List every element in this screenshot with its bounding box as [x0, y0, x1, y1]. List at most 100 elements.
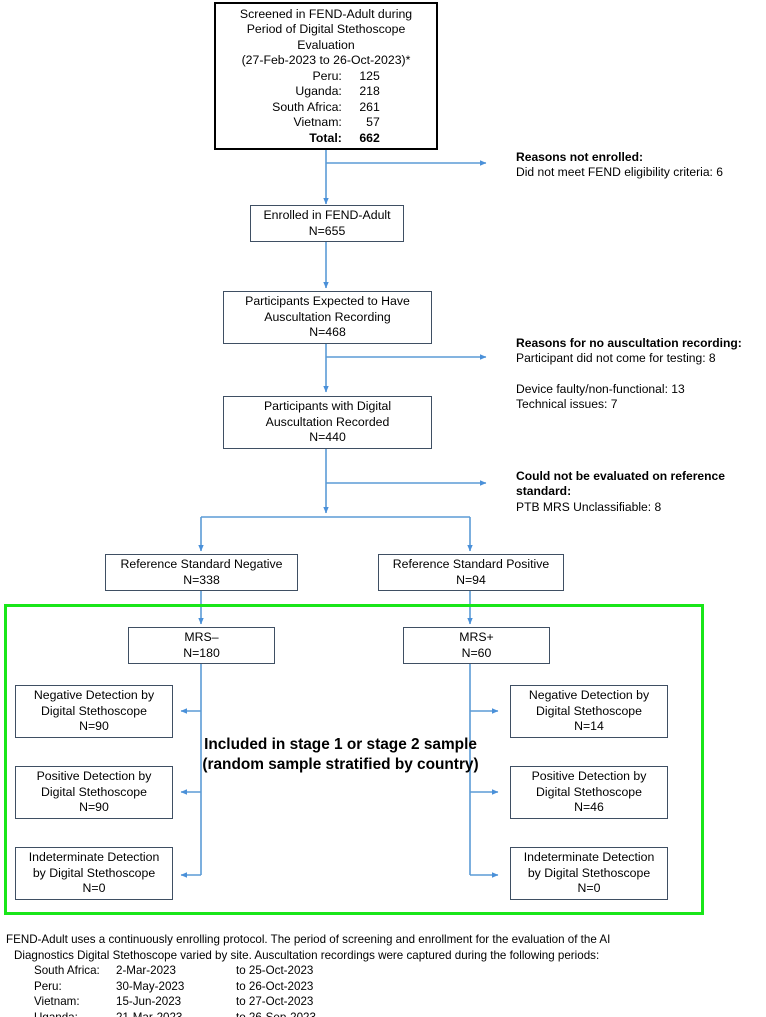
node-auscultation-recorded: Participants with Digital Auscultation R…	[223, 396, 432, 449]
neg-detect-right-count: N=14	[574, 719, 604, 734]
footnote-paragraph-1: FEND-Adult uses a continuously enrolling…	[6, 933, 611, 946]
footnote: FEND-Adult uses a continuously enrolling…	[6, 932, 762, 1017]
node-screened: Screened in FEND-Adult during Period of …	[214, 2, 438, 150]
not-evaluated-line-1: PTB MRS Unclassifiable: 8	[516, 499, 662, 514]
period-site: South Africa:	[34, 964, 100, 977]
node-mrs-pos-count: N=60	[461, 645, 492, 660]
period-end: to 25-Oct-2023	[236, 964, 314, 977]
table-row: South Africa: 2-Mar-2023 to 25-Oct-2023	[34, 963, 316, 979]
country-value: 125	[359, 68, 380, 83]
country-label: South Africa:	[272, 99, 342, 114]
annotation-reasons-not-enrolled: Reasons not enrolled: Did not meet FEND …	[516, 150, 766, 181]
period-start: 15-Jun-2023	[116, 995, 182, 1008]
ind-detect-right-line-2: by Digital Stethoscope	[527, 865, 651, 880]
footnote-paragraph-2: Diagnostics Digital Stethoscope varied b…	[14, 948, 600, 962]
node-expected-line-1: Participants Expected to Have	[245, 294, 410, 309]
country-label: Vietnam:	[293, 115, 342, 130]
country-value: 218	[359, 84, 380, 99]
node-expected-count: N=468	[309, 325, 346, 340]
node-mrs-positive: MRS+ N=60	[403, 627, 550, 664]
node-mrs-pos-label: MRS+	[459, 630, 494, 644]
node-enrolled: Enrolled in FEND-Adult N=655	[250, 205, 404, 242]
node-enrolled-count: N=655	[308, 223, 346, 238]
ind-detect-left-line-1: Indeterminate Detection	[28, 850, 160, 865]
node-screened-line-2: Period of Digital Stethoscope	[246, 22, 406, 37]
node-recorded-count: N=440	[309, 430, 346, 445]
sampling-note: Included in stage 1 or stage 2 sample (r…	[178, 735, 503, 774]
node-screened-line-3: Evaluation	[297, 37, 355, 52]
node-reference-standard-negative: Reference Standard Negative N=338	[105, 554, 298, 591]
footnote-periods-table: South Africa: 2-Mar-2023 to 25-Oct-2023 …	[34, 963, 316, 1017]
table-row: Vietnam: 57	[272, 115, 380, 131]
country-value: 261	[359, 99, 380, 114]
node-mrs-negative: MRS– N=180	[128, 627, 275, 664]
node-indeterminate-detection-right: Indeterminate Detection by Digital Steth…	[510, 847, 668, 900]
neg-detect-left-line-1: Negative Detection by	[33, 688, 155, 703]
pos-detect-left-line-1: Positive Detection by	[36, 769, 152, 784]
period-start: 30-May-2023	[116, 979, 185, 993]
ind-detect-left-line-2: by Digital Stethoscope	[32, 865, 156, 880]
node-ref-pos-count: N=94	[456, 572, 486, 587]
table-row: Vietnam: 15-Jun-2023 to 27-Oct-2023	[34, 994, 316, 1010]
no-recording-heading: Reasons for no auscultation recording:	[516, 336, 742, 350]
node-negative-detection-right: Negative Detection by Digital Stethoscop…	[510, 685, 668, 738]
period-start: 2-Mar-2023	[116, 964, 176, 977]
node-indeterminate-detection-left: Indeterminate Detection by Digital Steth…	[15, 847, 173, 900]
period-site: Vietnam:	[34, 995, 80, 1008]
pos-detect-right-line-1: Positive Detection by	[531, 769, 647, 784]
period-end: to 27-Oct-2023	[236, 995, 314, 1008]
period-end: to 26-Oct-2023	[236, 979, 314, 993]
node-ref-neg-count: N=338	[183, 572, 220, 587]
sampling-highlight-region	[4, 604, 704, 915]
screened-country-table: Peru: 125 Uganda: 218 South Africa: 261 …	[272, 69, 380, 147]
country-label: Uganda:	[295, 84, 342, 99]
period-end: to 26-Sep-2023	[236, 1010, 316, 1017]
not-enrolled-line-1: Did not meet FEND eligibility criteria: …	[516, 165, 724, 180]
neg-detect-left-count: N=90	[79, 719, 109, 734]
table-row: Uganda: 218	[272, 84, 380, 100]
node-expected-line-2: Auscultation Recording	[264, 309, 391, 324]
node-expected-recording: Participants Expected to Have Auscultati…	[223, 291, 432, 344]
table-row: Uganda: 21-Mar-2023 to 26-Sep-2023	[34, 1010, 316, 1017]
node-recorded-line-2: Auscultation Recorded	[265, 414, 390, 429]
pos-detect-right-line-2: Digital Stethoscope	[536, 784, 642, 799]
no-recording-line-2: Device faulty/non-functional: 13	[516, 381, 685, 396]
pos-detect-left-count: N=90	[79, 800, 109, 815]
table-row: Peru: 125	[272, 68, 380, 85]
period-site: Uganda:	[34, 1010, 78, 1017]
node-recorded-line-1: Participants with Digital	[263, 399, 392, 414]
node-enrolled-line-1: Enrolled in FEND-Adult	[263, 208, 391, 222]
table-row: Peru: 30-May-2023 to 26-Oct-2023	[34, 979, 316, 995]
node-screened-line-1: Screened in FEND-Adult during	[239, 6, 413, 21]
not-enrolled-heading: Reasons not enrolled:	[516, 150, 644, 164]
no-recording-line-1: Participant did not come for testing: 8	[516, 351, 716, 366]
not-evaluated-heading-line-2: standard:	[516, 484, 572, 499]
node-ref-neg-line-1: Reference Standard Negative	[120, 557, 283, 571]
ind-detect-right-line-1: Indeterminate Detection	[523, 850, 655, 865]
ind-detect-left-count: N=0	[82, 881, 106, 896]
period-site: Peru:	[34, 979, 62, 993]
table-row-total: Total: 662	[272, 131, 380, 147]
node-reference-standard-positive: Reference Standard Positive N=94	[378, 554, 564, 591]
sampling-note-line-3: by country)	[394, 755, 479, 773]
pos-detect-left-line-2: Digital Stethoscope	[41, 784, 147, 799]
total-label: Total:	[309, 130, 342, 145]
neg-detect-right-line-2: Digital Stethoscope	[536, 703, 642, 718]
node-mrs-neg-label: MRS–	[184, 630, 219, 644]
total-value: 662	[359, 130, 380, 145]
spacer	[516, 367, 766, 382]
ind-detect-right-count: N=0	[577, 881, 601, 896]
annotation-no-auscultation-recording: Reasons for no auscultation recording: P…	[516, 336, 766, 413]
node-screened-line-4: (27-Feb-2023 to 26-Oct-2023)*	[241, 53, 411, 68]
not-evaluated-heading-line-1: Could not be evaluated on reference	[516, 469, 725, 483]
period-start: 21-Mar-2023	[116, 1010, 183, 1017]
no-recording-line-3: Technical issues: 7	[516, 397, 618, 412]
country-value: 57	[366, 115, 380, 130]
neg-detect-left-line-2: Digital Stethoscope	[41, 703, 147, 718]
table-row: South Africa: 261	[272, 100, 380, 116]
node-mrs-neg-count: N=180	[183, 645, 220, 660]
node-ref-pos-line-1: Reference Standard Positive	[392, 557, 550, 571]
node-positive-detection-right: Positive Detection by Digital Stethoscop…	[510, 766, 668, 819]
node-negative-detection-left: Negative Detection by Digital Stethoscop…	[15, 685, 173, 738]
